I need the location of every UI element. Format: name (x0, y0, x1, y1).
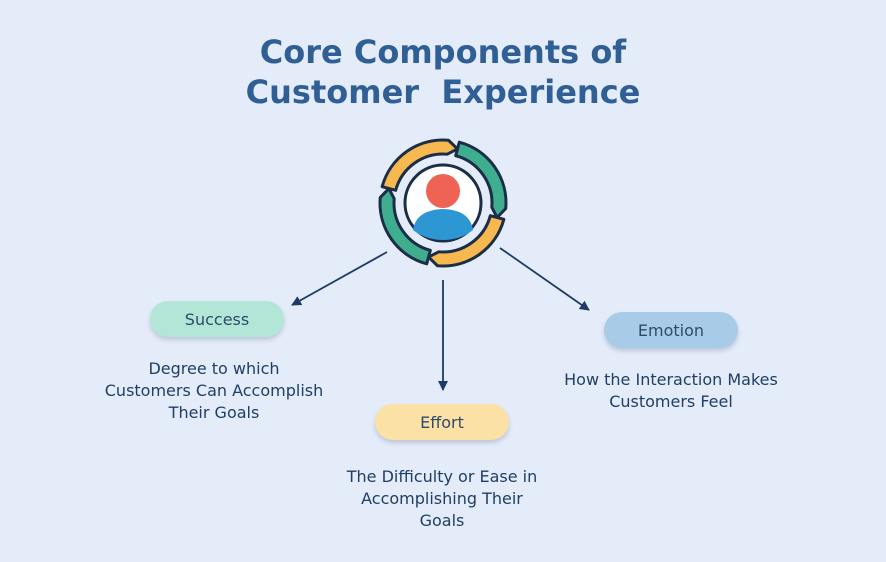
success-pill: Success (150, 301, 284, 337)
success-description-line: Their Goals (168, 403, 260, 422)
ring-arrow-segment-3 (378, 187, 432, 266)
ring-arrow-segment-2 (427, 214, 506, 268)
emotion-description-line: Customers Feel (609, 392, 733, 411)
effort-description-line: Accomplishing Their (361, 489, 523, 508)
emotion-description-line: How the Interaction Makes (564, 370, 778, 389)
user-cycle-icon (378, 138, 508, 268)
ring-arrow-segment-1 (454, 140, 508, 219)
avatar-head (426, 174, 460, 208)
ring-arrow-segment-4 (380, 138, 459, 192)
success-description: Degree to which Customers Can Accomplish… (64, 358, 364, 424)
effort-description-line: Goals (419, 511, 465, 530)
avatar-body (413, 209, 473, 240)
arrow-to-emotion (499, 247, 590, 311)
success-description-line: Degree to which (148, 359, 280, 378)
arrow-to-success (291, 251, 388, 306)
emotion-pill: Emotion (604, 312, 738, 348)
diagram-title-line1: Core Components of (259, 33, 627, 71)
emotion-description: How the Interaction Makes Customers Feel (521, 369, 821, 413)
diagram-title-line2: Customer Experience (245, 73, 641, 111)
effort-description-line: The Difficulty or Ease in (346, 467, 538, 486)
effort-pill: Effort (375, 404, 509, 440)
success-description-line: Customers Can Accomplish (104, 381, 324, 400)
effort-description: The Difficulty or Ease in Accomplishing … (292, 466, 592, 532)
